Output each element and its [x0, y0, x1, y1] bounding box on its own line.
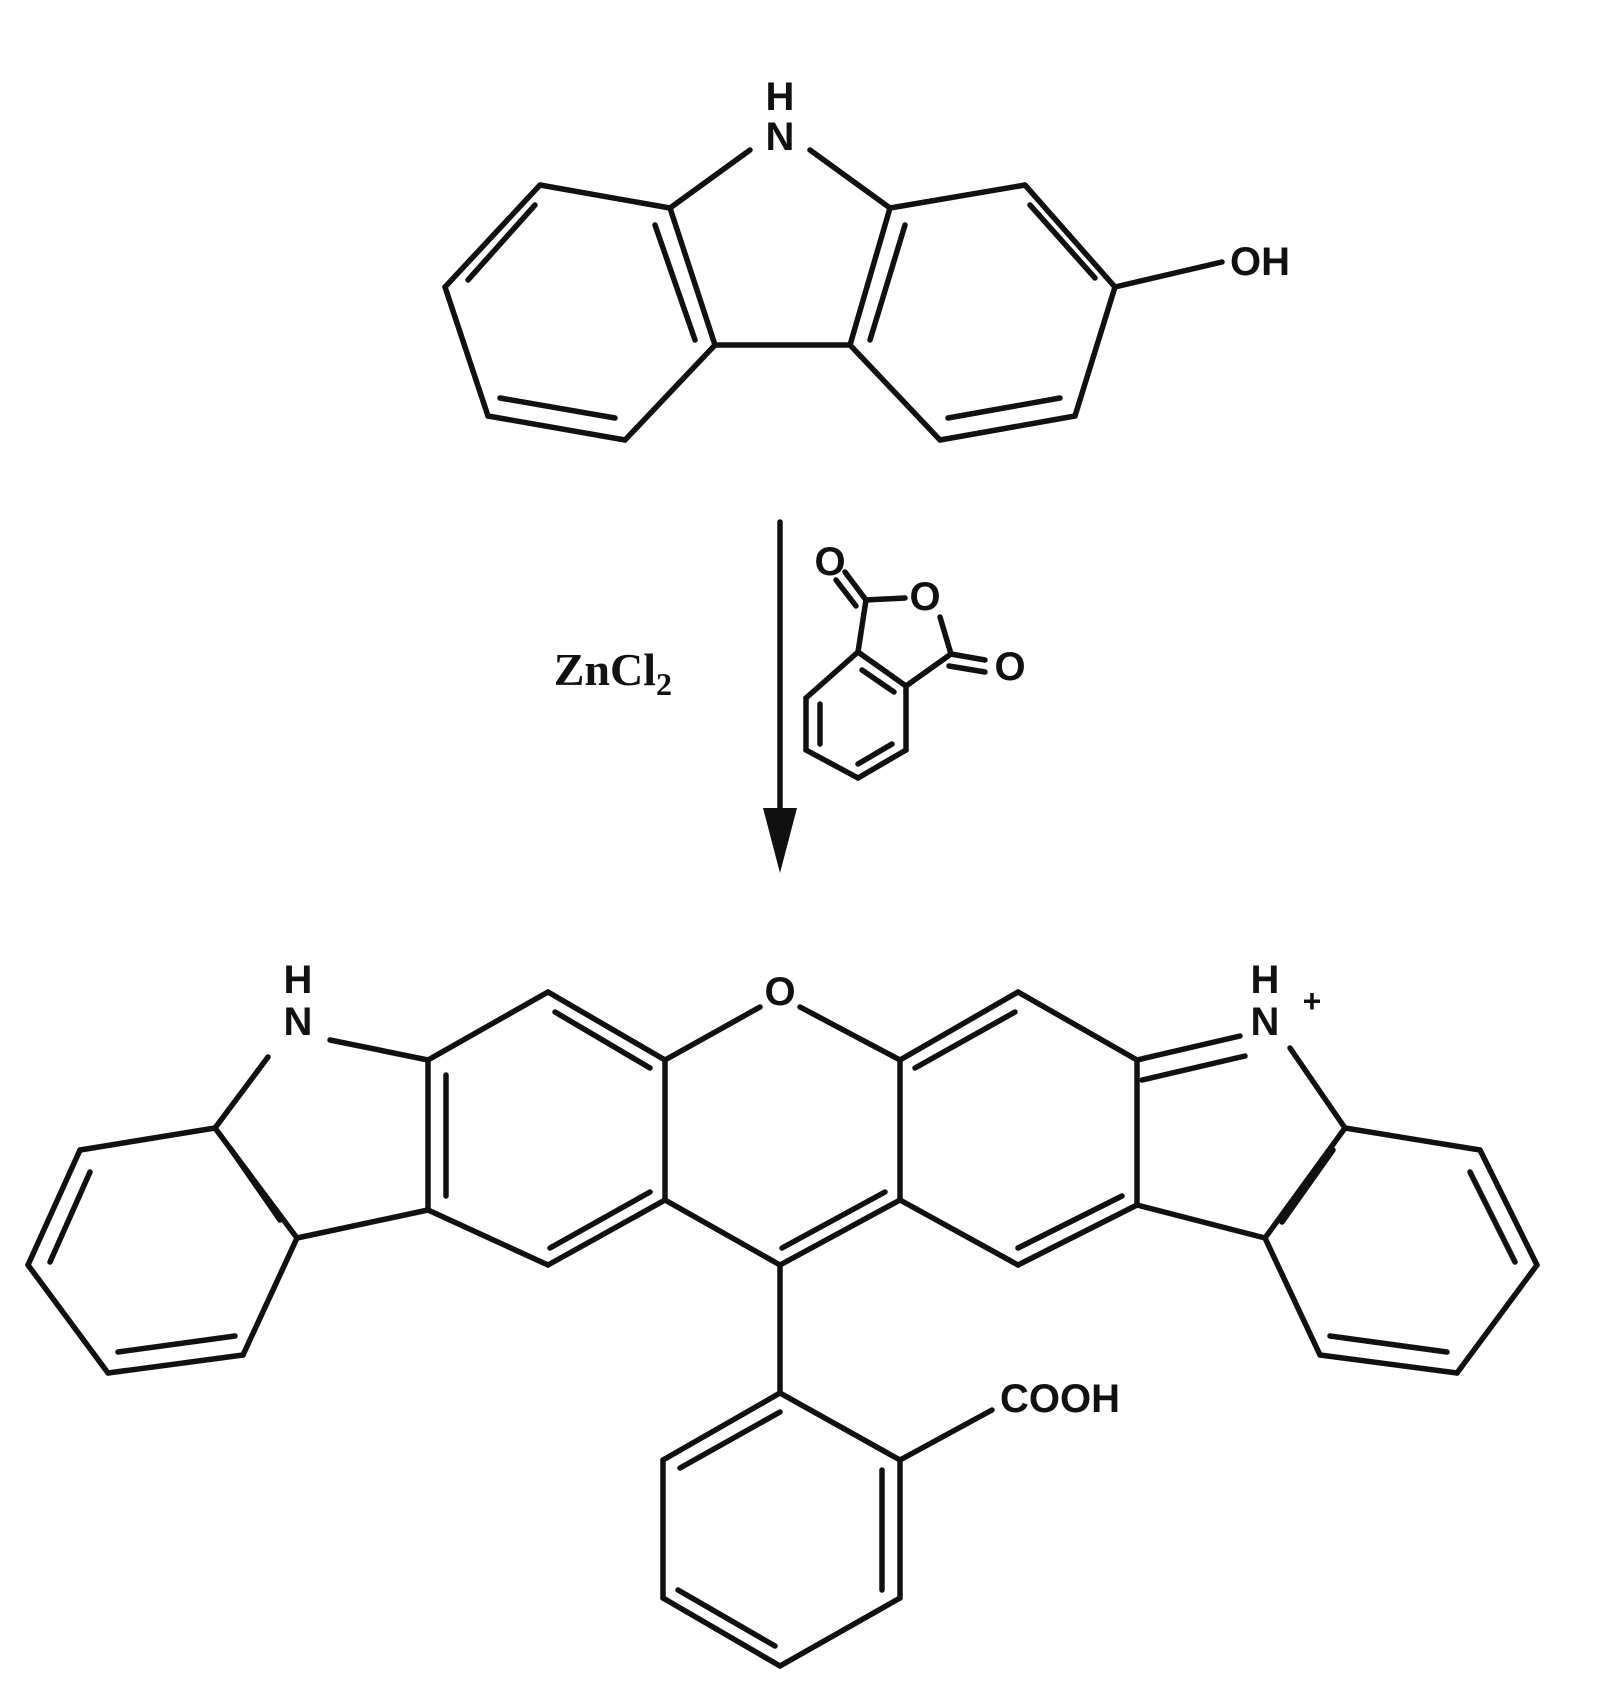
nh-hydrogen-label: H: [766, 75, 795, 119]
anhydride-carbonyl-o-left: O: [814, 540, 845, 584]
left-nh-hydrogen-label: H: [284, 958, 313, 1002]
carboxyl-label: COOH: [1000, 1377, 1120, 1421]
anhydride-carbonyl-o-right: O: [994, 645, 1025, 689]
left-nh-nitrogen-label: N: [284, 1000, 313, 1044]
hydroxyl-label: OH: [1230, 240, 1290, 284]
reaction-arrow: [763, 519, 797, 873]
phthalic-anhydride: O O O: [803, 540, 1026, 781]
bridge-oxygen-label: O: [764, 970, 795, 1014]
product-bonds: [25, 989, 1540, 1669]
arrow-head-icon: [763, 808, 797, 873]
anhydride-ring-o: O: [909, 575, 940, 619]
nh-nitrogen-label: N: [766, 115, 795, 159]
right-nh-hydrogen-label: H: [1251, 958, 1280, 1002]
reagent-zncl: ZnCl: [554, 644, 656, 695]
svg-text:ZnCl2: ZnCl2: [554, 644, 672, 702]
reagent-label: ZnCl2: [554, 644, 672, 702]
right-nh-nitrogen-label: N: [1251, 1000, 1280, 1044]
reagent-subscript: 2: [656, 666, 672, 702]
starting-material-bonds: [442, 147, 1225, 443]
positive-charge-label: +: [1303, 983, 1322, 1019]
product: H N O H N + COOH: [25, 958, 1540, 1669]
starting-material: H N OH: [442, 75, 1290, 443]
phthalic-anhydride-bonds: [803, 569, 988, 781]
